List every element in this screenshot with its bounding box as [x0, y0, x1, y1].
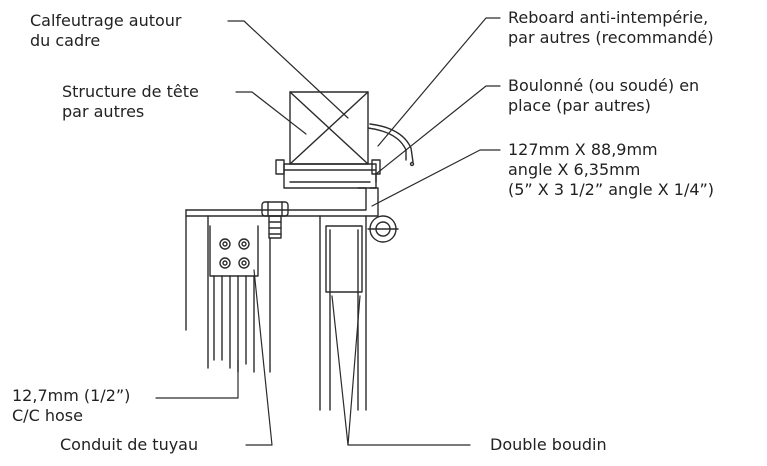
- label-double-seal: Double boudin: [490, 435, 607, 455]
- label-weather-reboard: Reboard anti-intempérie, par autres (rec…: [508, 8, 714, 48]
- label-weather-reboard-line1: Reboard anti-intempérie,: [508, 8, 709, 27]
- label-steel-angle-line1: 127mm X 88,9mm: [508, 140, 658, 159]
- label-steel-angle-line3: (5” X 3 1/2” angle X 1/4”): [508, 180, 715, 199]
- hose-fittings: [220, 239, 249, 268]
- label-caulking-line2: du cadre: [30, 31, 101, 50]
- label-double-seal-line1: Double boudin: [490, 435, 607, 454]
- head-structure-box: [276, 92, 376, 188]
- leader-lines: [156, 18, 500, 445]
- label-steel-angle-line2: angle X 6,35mm: [508, 160, 641, 179]
- label-steel-angle: 127mm X 88,9mm angle X 6,35mm (5” X 3 1/…: [508, 140, 714, 200]
- label-conduit: Conduit de tuyau: [60, 435, 198, 455]
- label-conduit-line1: Conduit de tuyau: [60, 435, 199, 454]
- curtain-guide-left: [186, 210, 270, 372]
- pipe-bulb: [368, 216, 398, 242]
- label-hose-line2: C/C hose: [12, 406, 83, 425]
- label-weather-reboard-line2: par autres (recommandé): [508, 28, 714, 47]
- label-head-structure: Structure de tête par autres: [62, 82, 199, 122]
- label-bolted-line1: Boulonné (ou soudé) en: [508, 76, 700, 95]
- label-caulking: Calfeutrage autour du cadre: [30, 11, 182, 51]
- label-bolted-line2: place (par autres): [508, 96, 651, 115]
- label-hose: 12,7mm (1/2”) C/C hose: [12, 386, 130, 426]
- label-caulking-line1: Calfeutrage autour: [30, 11, 182, 30]
- label-bolted: Boulonné (ou soudé) en place (par autres…: [508, 76, 699, 116]
- label-head-structure-line1: Structure de tête: [62, 82, 199, 101]
- anchor-bolt: [262, 202, 288, 238]
- label-hose-line1: 12,7mm (1/2”): [12, 386, 131, 405]
- label-head-structure-line2: par autres: [62, 102, 145, 121]
